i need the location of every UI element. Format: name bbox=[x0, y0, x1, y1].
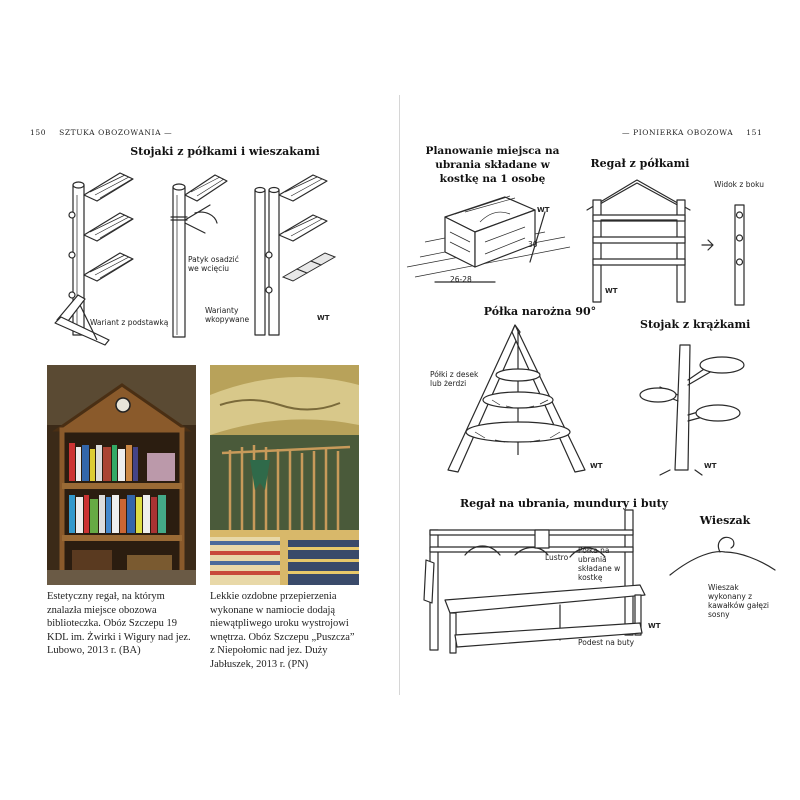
corner-shelf-sketch: WT bbox=[447, 324, 603, 473]
section-title-stojaki: Stojaki z półkami i wieszakami bbox=[130, 145, 320, 158]
label-podest: Podest na buty bbox=[578, 638, 635, 647]
label-polki-z-desek: Półki z desek lub żerdzi bbox=[430, 370, 479, 388]
signature-ubrania: WT bbox=[648, 622, 661, 630]
clothes-rack-sketch: WT bbox=[423, 509, 661, 654]
label-widok-z-boku: Widok z boku bbox=[714, 180, 764, 189]
page-number-left: 150 bbox=[30, 128, 47, 137]
signature-regal: WT bbox=[605, 287, 618, 295]
signature-planowanie: WT bbox=[537, 206, 550, 214]
dim-depth: 30 bbox=[528, 240, 538, 249]
running-header-left: 150 SZTUKA OBOZOWANIA — bbox=[30, 128, 172, 137]
title-regal: Regał z półkami bbox=[590, 157, 690, 170]
rack-illustrations: WT bbox=[54, 172, 337, 346]
signature-narozna: WT bbox=[590, 462, 603, 470]
signature-left: WT bbox=[317, 314, 330, 322]
signature-stojak: WT bbox=[704, 462, 717, 470]
disc-stand-sketch: WT bbox=[639, 344, 745, 476]
title-wieszak: Wieszak bbox=[699, 514, 751, 527]
dim-width: 26-28 bbox=[450, 275, 472, 284]
caption-tent: Lekkie ozdobne przepierzenia wykonane w … bbox=[210, 591, 355, 670]
page-number-right: 151 bbox=[746, 128, 763, 137]
rack-variant-notch bbox=[170, 174, 228, 338]
folded-clothes-sketch: WT bbox=[406, 195, 571, 283]
running-header-right: — PIONIERKA OBOZOWA 151 bbox=[622, 128, 762, 137]
label-polka-na-ubrania: Półka na ubrania składane w kostkę bbox=[578, 546, 621, 582]
title-regal-ubrania: Regał na ubrania, mundury i buty bbox=[460, 497, 669, 510]
label-lustro: Lustro bbox=[545, 553, 569, 562]
label-wariant-podstawka: Wariant z podstawką bbox=[90, 318, 169, 327]
photo-tent-interior bbox=[210, 365, 359, 585]
title-planowanie: Planowanie miejsca na ubrania składane w… bbox=[425, 145, 560, 185]
title-stojak: Stojak z krążkami bbox=[640, 318, 751, 331]
running-title-left: SZTUKA OBOZOWANIA — bbox=[59, 128, 173, 137]
label-warianty-wkopywane: Warianty wkopywane bbox=[205, 306, 250, 324]
shelf-rack-sketch: WT bbox=[586, 179, 691, 303]
rack-variant-buried bbox=[254, 174, 337, 336]
photo-bookshelf bbox=[47, 365, 196, 585]
label-wieszak-opis: Wieszak wykonany z kawałków gałęzi sosny bbox=[708, 583, 769, 619]
hanger-sketch bbox=[669, 536, 776, 576]
page-spine bbox=[399, 95, 400, 695]
rack-variant-stand bbox=[54, 172, 134, 346]
running-title-right: — PIONIERKA OBOZOWA bbox=[622, 128, 734, 137]
caption-bookshelf: Estetyczny regał, na którym znalazła mie… bbox=[47, 591, 191, 656]
title-polka-narozna: Półka narożna 90° bbox=[483, 305, 597, 318]
side-view-sketch bbox=[701, 204, 745, 306]
label-patyk: Patyk osadzić we wcięciu bbox=[188, 255, 239, 273]
